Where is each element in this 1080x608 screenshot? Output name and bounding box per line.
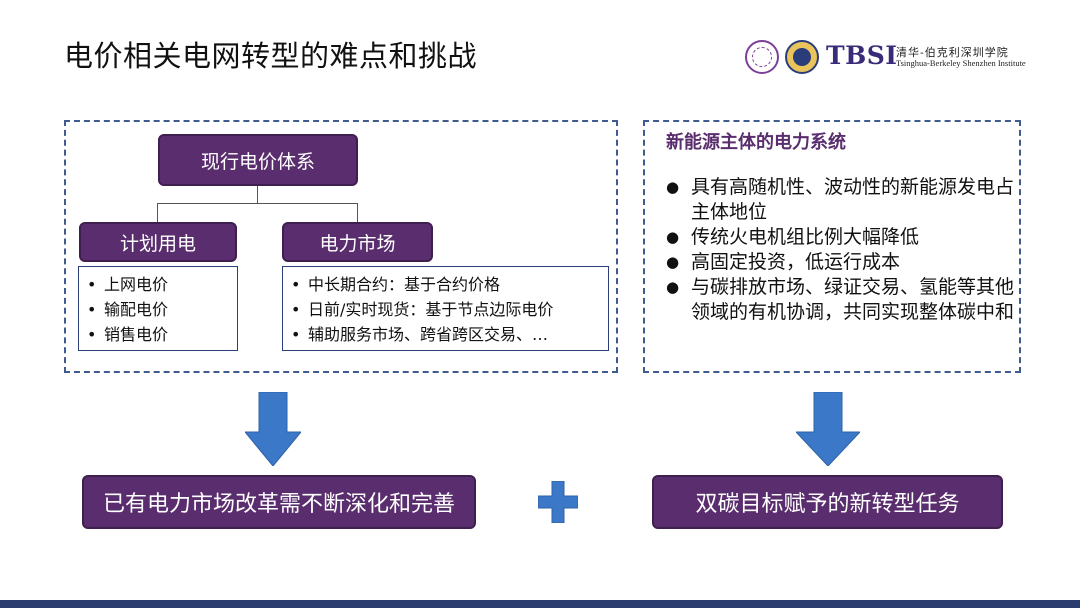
- planned-electricity-box: 计划用电: [79, 222, 237, 262]
- tsinghua-seal-icon: [745, 40, 779, 74]
- list-item: 中长期合约：基于合约价格: [283, 272, 608, 297]
- list-item: 高固定投资，低运行成本: [666, 250, 1016, 275]
- list-item: 输配电价: [79, 297, 237, 322]
- new-energy-system-title: 新能源主体的电力系统: [666, 132, 846, 153]
- tree-connector-stem: [257, 186, 258, 204]
- list-item: 具有高随机性、波动性的新能源发电占主体地位: [666, 175, 1016, 225]
- list-item: 上网电价: [79, 272, 237, 297]
- dual-carbon-task-box: 双碳目标赋予的新转型任务: [652, 475, 1003, 529]
- list-item: 日前/实时现货：基于节点边际电价: [283, 297, 608, 322]
- new-energy-system-panel: [643, 120, 1021, 373]
- institute-name-cn: 清华-伯克利深圳学院: [896, 46, 1009, 59]
- institute-name-en: Tsinghua-Berkeley Shenzhen Institute: [896, 58, 1026, 68]
- slide-title: 电价相关电网转型的难点和挑战: [64, 39, 478, 73]
- down-arrow-icon: [796, 392, 860, 466]
- down-arrow-icon: [245, 392, 301, 466]
- electricity-market-box: 电力市场: [282, 222, 433, 262]
- list-item: 与碳排放市场、绿证交易、氢能等其他领域的有机协调，共同实现整体碳中和: [666, 275, 1016, 325]
- current-pricing-system-label: 现行电价体系: [200, 150, 315, 173]
- planned-electricity-label: 计划用电: [119, 232, 196, 255]
- market-price-list: 中长期合约：基于合约价格 日前/实时现货：基于节点边际电价 辅助服务市场、跨省跨…: [282, 266, 609, 351]
- tbsi-logo-text: TBSI: [826, 41, 898, 70]
- berkeley-seal-icon: [785, 40, 819, 74]
- list-item: 传统火电机组比例大幅降低: [666, 225, 1016, 250]
- tree-connector-right: [357, 203, 358, 223]
- tree-connector-left: [157, 203, 158, 223]
- list-item: 销售电价: [79, 322, 237, 347]
- dual-carbon-task-label: 双碳目标赋予的新转型任务: [695, 492, 960, 517]
- footer-bar: [0, 600, 1080, 608]
- market-reform-label: 已有电力市场改革需不断深化和完善: [102, 492, 455, 517]
- plus-icon: [538, 481, 578, 523]
- list-item: 辅助服务市场、跨省跨区交易、…: [283, 322, 608, 347]
- market-reform-box: 已有电力市场改革需不断深化和完善: [82, 475, 476, 529]
- new-energy-features-list: 具有高随机性、波动性的新能源发电占主体地位 传统火电机组比例大幅降低 高固定投资…: [666, 175, 1016, 325]
- current-pricing-system-box: 现行电价体系: [158, 134, 358, 186]
- planned-price-list: 上网电价 输配电价 销售电价: [78, 266, 238, 351]
- electricity-market-label: 电力市场: [319, 232, 396, 255]
- current-pricing-panel: [64, 120, 618, 373]
- tree-connector-bar: [157, 203, 358, 204]
